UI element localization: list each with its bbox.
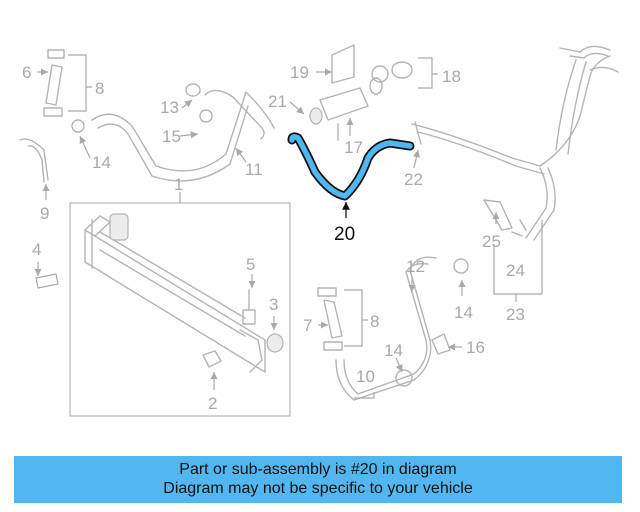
callout-8-upper: 8 xyxy=(95,79,104,98)
upper-middle-parts xyxy=(309,44,413,141)
callout-17: 17 xyxy=(344,138,363,157)
banner-line-2: Diagram may not be specific to your vehi… xyxy=(163,480,473,497)
callout-3: 3 xyxy=(269,295,278,314)
callout-14-right: 14 xyxy=(454,303,473,322)
radiator-assembly xyxy=(69,192,291,417)
banner-line-1: Part or sub-assembly is #20 in diagram xyxy=(179,461,457,478)
leader-lines xyxy=(34,54,543,399)
callout-20: 20 xyxy=(334,224,355,245)
callout-22: 22 xyxy=(404,170,423,189)
callout-8-lower: 8 xyxy=(370,312,379,331)
upper-left-hoses xyxy=(19,49,275,183)
lower-middle-hoses xyxy=(317,256,469,401)
callout-15: 15 xyxy=(162,127,181,146)
parts-diagram: 1 2 3 4 5 6 7 8 8 9 10 11 12 13 14 14 14… xyxy=(19,44,619,417)
callout-5: 5 xyxy=(246,255,255,274)
callout-23: 23 xyxy=(506,305,525,324)
callout-12: 12 xyxy=(406,257,425,276)
info-banner: Part or sub-assembly is #20 in diagram D… xyxy=(14,456,622,503)
callout-2: 2 xyxy=(208,394,217,413)
hose-20-highlighted xyxy=(287,132,415,201)
callout-18: 18 xyxy=(442,67,461,86)
callout-4: 4 xyxy=(32,240,41,259)
callout-25: 25 xyxy=(482,232,501,251)
callout-6: 6 xyxy=(22,63,31,82)
callout-10: 10 xyxy=(356,367,375,386)
callout-7: 7 xyxy=(303,316,312,335)
callout-19: 19 xyxy=(290,63,309,82)
callout-11: 11 xyxy=(245,160,263,179)
callout-1: 1 xyxy=(174,175,183,194)
callout-9: 9 xyxy=(40,204,49,223)
right-pipes xyxy=(411,45,619,241)
callout-24: 24 xyxy=(506,261,525,280)
callout-14-lower: 14 xyxy=(384,341,403,360)
callout-14-upper: 14 xyxy=(92,153,111,172)
callout-16: 16 xyxy=(466,338,485,357)
callout-21: 21 xyxy=(268,92,287,111)
callout-13: 13 xyxy=(160,98,179,117)
